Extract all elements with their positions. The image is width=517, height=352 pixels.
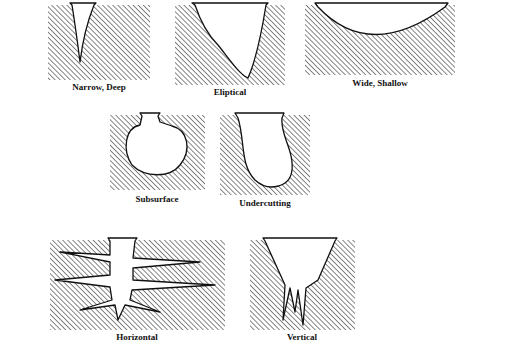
pit-caption: Undercutting	[239, 199, 290, 209]
undercutting-pit	[235, 113, 292, 187]
pit-caption: Eliptical	[214, 88, 247, 98]
pit-caption: Horizontal	[116, 333, 158, 343]
horizontal-pit	[55, 238, 215, 320]
narrow-deep-pit	[70, 3, 96, 62]
vertical-pit	[263, 238, 337, 325]
pit-caption: Narrow, Deep	[72, 83, 125, 93]
pit-caption: Vertical	[287, 333, 317, 343]
subsurface-pit	[126, 113, 187, 175]
metal-block	[48, 5, 150, 80]
wide-shallow-pit	[315, 3, 448, 35]
elliptical-pit	[192, 3, 268, 78]
pit-caption: Wide, Shallow	[352, 79, 407, 89]
pit-caption: Subsurface	[135, 195, 178, 205]
